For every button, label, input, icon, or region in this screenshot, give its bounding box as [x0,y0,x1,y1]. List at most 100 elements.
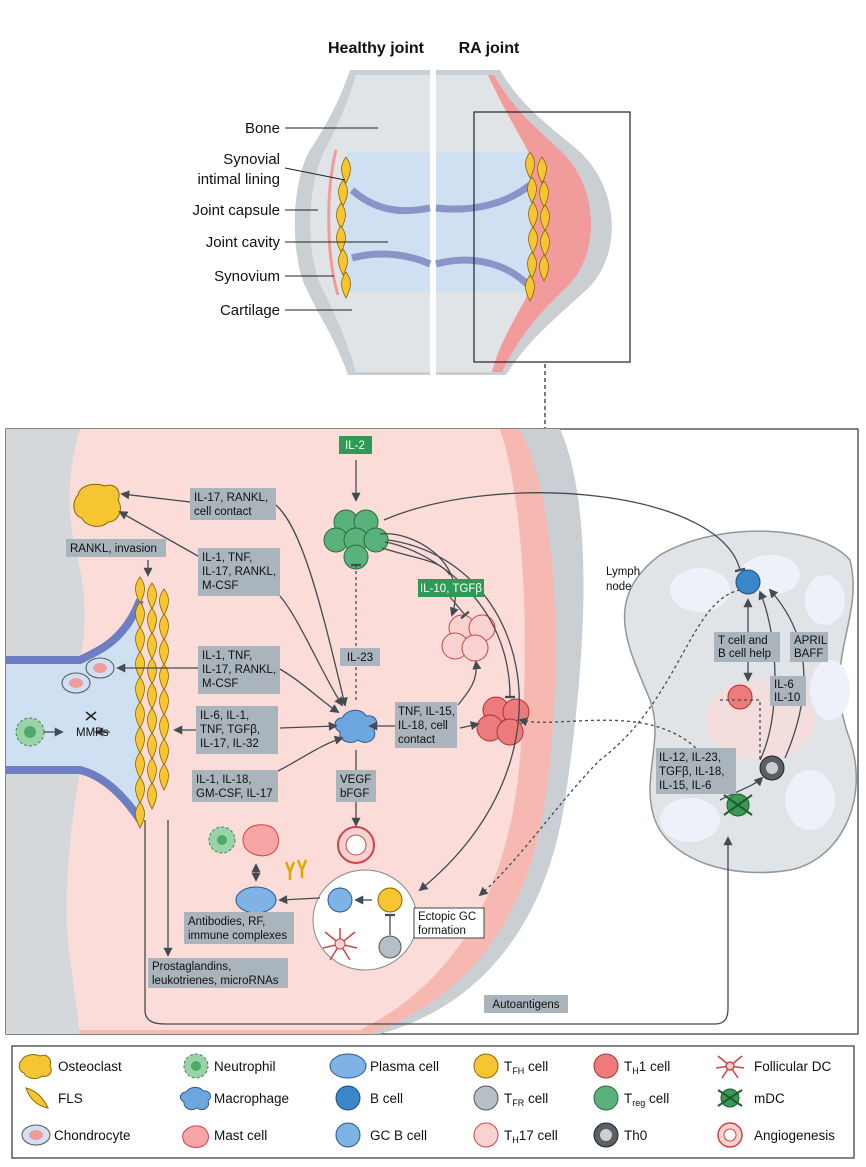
scissors-icon [85,711,97,721]
legend-chondrocyte: Chondrocyte [54,1128,131,1143]
legend-angiogenesis: Angiogenesis [754,1128,835,1143]
chondrocyte-icon [21,1124,51,1146]
mast-cell-icon [182,1125,209,1148]
macrophage-cell [334,709,378,743]
label-mmps: MMPs [76,727,109,739]
label-cartilage: Cartilage [220,302,280,319]
box-prostaglandins-2: leukotrienes, microRNAs [152,975,279,987]
box-il6-il10-2: IL-10 [774,692,800,704]
box-il1-a-2: IL-17, RANKL, [202,566,276,578]
box-autoantigens: Autoantigens [492,999,559,1011]
box-tnf-1: TNF, IL-15, [398,706,455,718]
box-il1-b-1: IL-1, TNF, [202,650,252,662]
box-vegf-1: VEGF [340,774,371,786]
box-il6-3: IL-17, IL-32 [200,738,259,750]
th0-icon [593,1122,619,1148]
legend-macrophage: Macrophage [214,1091,289,1106]
box-tnf-3: contact [398,734,436,746]
panel-cells [15,483,785,971]
box-il12-1: IL-12, IL-23, [659,752,721,764]
plasma-cell-icon [329,1053,367,1079]
gc-b-cell-icon [335,1122,361,1148]
box-t-b-help-2: B cell help [718,648,771,660]
box-il18-2: GM-CSF, IL-17 [196,788,273,800]
box-il17-rankl-1: IL-17, RANKL, [194,492,268,504]
th17-cell-icon [473,1122,499,1148]
lymph-node-label-1: Lymph [606,566,640,578]
box-antibodies-1: Antibodies, RF, [188,916,265,928]
box-il6-1: IL-6, IL-1, [200,710,249,722]
legend-gc-b-cell: GC B cell [370,1128,427,1143]
box-antibodies-2: immune complexes [188,930,287,942]
box-il18-1: IL-1, IL-18, [196,774,252,786]
box-tnf-2: IL-18, cell [398,720,448,732]
legend-tfr-cell: TFR cell [504,1091,548,1108]
healthy-joint [294,70,432,375]
angiogenesis-icon [717,1122,743,1148]
pathway-arrows [44,460,805,1025]
ectopic-gc-2: formation [418,925,466,937]
legend-follicular-dc: Follicular DC [754,1059,832,1074]
box-il6-2: TNF, TGFβ, [200,724,260,736]
label-joint-capsule: Joint capsule [192,202,280,219]
ectopic-gc-1: Ectopic GC [418,911,476,923]
label-synovium: Synovium [214,268,280,285]
box-il2: IL-2 [345,440,365,452]
legend: Osteoclast FLS Chondrocyte Neutrophil Ma… [11,1045,855,1159]
box-april-1: APRIL [794,635,828,647]
treg-cluster [323,509,389,570]
legend-mast-cell: Mast cell [214,1128,267,1143]
th1-cell-icon [593,1053,619,1079]
tfr-cell-icon [473,1085,499,1111]
box-rankl-invasion: RANKL, invasion [70,543,157,555]
neutrophil-icon [183,1053,209,1079]
box-il1-b-3: M-CSF [202,678,238,690]
lymph-node-label-2: node [606,581,632,593]
macrophage-icon [179,1086,211,1111]
b-cell-icon [335,1085,361,1111]
anatomy-labels: Bone Synovial intimal lining Joint capsu… [192,120,388,319]
box-il12-2: TGFβ, IL-18, [659,766,724,778]
mast-cell [242,824,279,857]
legend-treg-cell: Treg cell [624,1091,669,1108]
box-il1-a-3: M-CSF [202,580,238,592]
box-t-b-help-1: T cell and [718,635,768,647]
mdc-icon [717,1088,743,1108]
label-intimal-lining: intimal lining [197,171,280,188]
legend-fls: FLS [58,1091,83,1106]
box-prostaglandins-1: Prostaglandins, [152,961,231,973]
box-il1-a-1: IL-1, TNF, [202,552,252,564]
fls-icon [25,1087,49,1109]
th17-cluster [441,614,496,662]
box-il6-il10-1: IL-6 [774,679,794,691]
label-bone: Bone [245,120,280,137]
legend-osteoclast: Osteoclast [58,1059,122,1074]
legend-th0: Th0 [624,1128,647,1143]
box-vegf-2: bFGF [340,788,369,800]
legend-plasma-cell: Plasma cell [370,1059,439,1074]
box-april-2: BAFF [794,648,823,660]
th1-cluster [476,696,530,746]
box-il17-rankl-2: cell contact [194,506,252,518]
box-il10-tgfb: IL-10, TGFβ [420,583,482,595]
treg-cell-icon [593,1085,619,1111]
legend-th17-cell: TH17 cell [504,1128,558,1145]
label-synovial: Synovial [223,151,280,168]
osteoclast-icon [18,1054,52,1080]
box-il23: IL-23 [347,652,373,664]
zoom-box [473,111,631,363]
legend-th1-cell: TH1 cell [624,1059,670,1076]
ra-joint [435,70,631,428]
legend-mdc: mDC [754,1091,785,1106]
label-joint-cavity: Joint cavity [206,234,281,251]
box-il1-b-2: IL-17, RANKL, [202,664,276,676]
follicular-dc-icon [715,1055,745,1079]
ra-joint-title: RA joint [459,40,520,57]
tfh-cell-icon [473,1053,499,1079]
legend-b-cell: B cell [370,1091,403,1106]
cytokine-boxes: IL-2 IL-17, RANKL, cell contact RANKL, i… [66,436,828,1013]
box-il12-3: IL-15, IL-6 [659,780,711,792]
healthy-joint-title: Healthy joint [328,40,425,57]
legend-neutrophil: Neutrophil [214,1059,276,1074]
